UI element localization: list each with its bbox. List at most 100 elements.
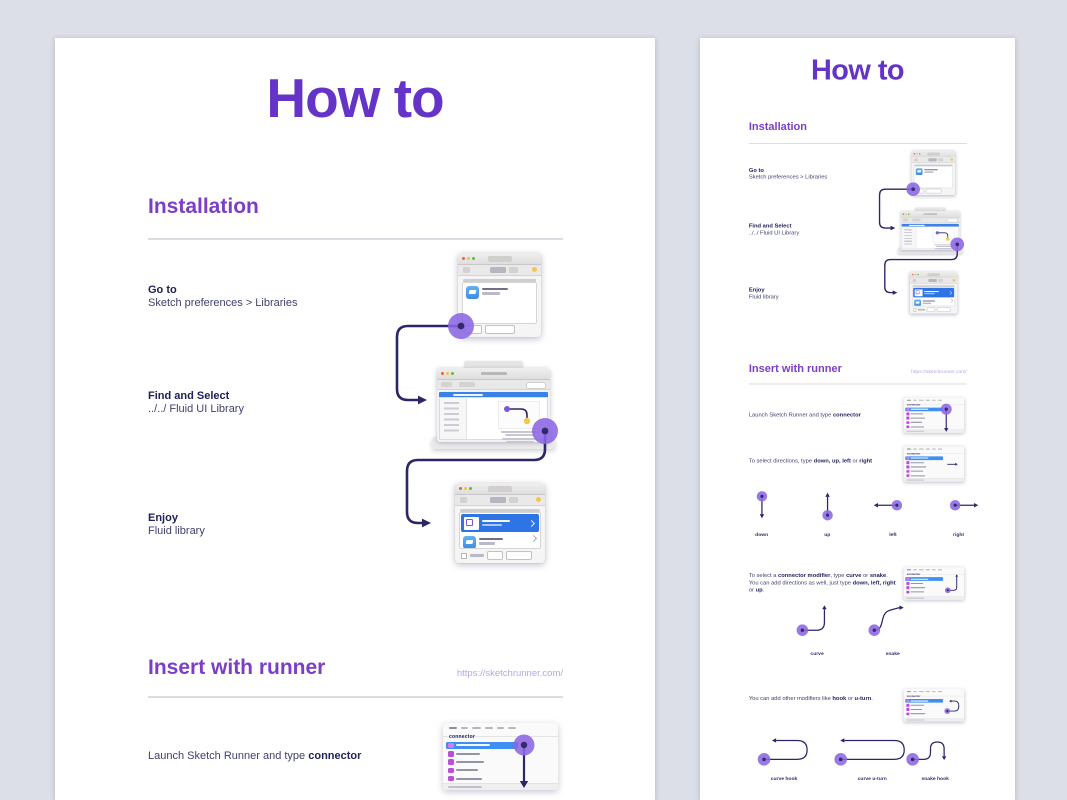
runner-result bbox=[446, 767, 518, 774]
libraries-list bbox=[459, 512, 541, 549]
search-field-placeholder bbox=[526, 382, 546, 389]
direction-label: right bbox=[953, 532, 965, 538]
modifier-item-snake: snake bbox=[859, 596, 927, 657]
sketchrunner-link[interactable]: https://sketchrunner.com/ bbox=[910, 368, 967, 375]
search-field-placeholder bbox=[947, 218, 958, 223]
library-row bbox=[913, 298, 955, 306]
checkbox-icon bbox=[461, 552, 467, 559]
sketchrunner-link[interactable]: https://sketchrunner.com/ bbox=[456, 668, 563, 679]
curve-u-turn-glyph bbox=[834, 738, 905, 766]
snake-glyph bbox=[868, 605, 904, 636]
window-title-placeholder bbox=[480, 371, 507, 375]
sketch-runner-window-screenshot: connector bbox=[903, 397, 965, 433]
runner-search-query: connector bbox=[906, 572, 921, 577]
step-label: Find and Select bbox=[748, 222, 792, 230]
modifier-item-curve: curve bbox=[783, 596, 851, 657]
install-step-1: Go to Sketch preferences > Libraries bbox=[148, 284, 368, 310]
connector-flow-arrows bbox=[395, 313, 558, 788]
sketch-library-icon bbox=[915, 167, 923, 175]
runner-result bbox=[446, 775, 518, 782]
sketch-runner-window-screenshot: connector bbox=[443, 723, 558, 790]
step-detail: Fluid library bbox=[748, 293, 779, 300]
window-buttons bbox=[464, 325, 515, 334]
sketch-runner-window-screenshot: connector bbox=[903, 567, 965, 600]
page-title: How to bbox=[810, 53, 905, 86]
library-text-placeholder bbox=[482, 519, 510, 527]
direction-item-down: down bbox=[729, 489, 795, 538]
right-arrow-mini-glyph bbox=[947, 462, 958, 466]
finder-preview-pane bbox=[467, 398, 547, 443]
step-label: Enjoy bbox=[748, 286, 765, 294]
runner-tabs bbox=[903, 689, 965, 697]
connector-logo-icon bbox=[935, 231, 950, 241]
left-arrow-glyph bbox=[873, 499, 902, 511]
selected-file-row bbox=[439, 391, 548, 399]
runner-result bbox=[905, 461, 943, 465]
runner-results-list bbox=[446, 742, 518, 782]
installation-heading: Installation bbox=[148, 195, 259, 218]
modifier-label: snake bbox=[885, 650, 900, 657]
installation-heading: Installation bbox=[748, 120, 808, 133]
finder-body bbox=[439, 397, 548, 443]
direction-item-right: right bbox=[926, 489, 992, 538]
install-step-3: Enjoy Fluid library bbox=[749, 287, 865, 301]
runner-tabs bbox=[903, 446, 965, 454]
runner-tabs bbox=[903, 398, 965, 405]
runner-result-selected bbox=[905, 407, 944, 412]
install-step-3: Enjoy Fluid library bbox=[148, 512, 368, 538]
step-detail: ../../ Fluid UI Library bbox=[148, 403, 244, 415]
preferences-toolbar bbox=[910, 277, 958, 284]
curve-hook-glyph bbox=[757, 738, 808, 766]
plugin-icon bbox=[952, 278, 956, 282]
section-divider bbox=[748, 383, 967, 385]
direction-preview bbox=[943, 449, 962, 480]
install-step-2: Find and Select ../../ Fluid UI Library bbox=[148, 390, 368, 416]
step-label: Enjoy bbox=[148, 512, 178, 524]
artboard-how-to-large[interactable]: How to Installation Go to Sketch prefere… bbox=[55, 38, 655, 800]
connector-logo-icon bbox=[504, 406, 531, 425]
runner-heading: Insert with runner bbox=[148, 656, 326, 679]
how-to-page: How to Installation Go to Sketch prefere… bbox=[55, 38, 655, 800]
traffic-lights-icon bbox=[902, 213, 910, 215]
runner-search-query: connector bbox=[906, 452, 921, 456]
chevron-right-icon bbox=[529, 534, 537, 542]
modifier-text: To select a connector modifier, type cur… bbox=[748, 572, 896, 593]
chevron-right-icon bbox=[948, 290, 953, 295]
file-metadata-placeholder bbox=[498, 431, 542, 443]
modifier-examples-row: curve snake bbox=[783, 596, 927, 657]
finder-sidebar-items bbox=[440, 398, 467, 439]
toolbar-segment-placeholder bbox=[487, 255, 512, 262]
direction-examples-row: down up left bbox=[729, 489, 992, 538]
runner-result bbox=[905, 465, 943, 469]
step-label: Go to bbox=[748, 167, 764, 174]
traffic-lights-icon bbox=[913, 152, 921, 155]
runner-result bbox=[905, 474, 943, 478]
install-step-2: Find and Select ../../ Fluid UI Library bbox=[749, 223, 865, 237]
caption-text-placeholder bbox=[463, 279, 536, 282]
traffic-lights-icon bbox=[462, 256, 475, 260]
libraries-window-screenshot bbox=[910, 271, 958, 314]
curve-mini-glyph bbox=[944, 574, 959, 594]
modifier-label: curve bbox=[810, 650, 824, 657]
runner-result bbox=[446, 759, 518, 766]
window-buttons bbox=[914, 188, 942, 194]
hook-label: curve hook bbox=[770, 775, 798, 782]
window-titlebar bbox=[911, 150, 956, 158]
artboard-how-to-small[interactable]: How to Installation Go to Sketch prefere… bbox=[700, 38, 1015, 800]
runner-statusbar bbox=[903, 477, 965, 482]
chevron-right-icon bbox=[949, 298, 953, 303]
runner-heading: Insert with runner bbox=[748, 362, 842, 375]
right-arrow-glyph bbox=[949, 499, 978, 511]
runner-tabs bbox=[443, 723, 558, 737]
runner-result bbox=[905, 581, 943, 586]
window-titlebar bbox=[455, 483, 545, 495]
libraries-list bbox=[462, 282, 537, 324]
library-thumbnail bbox=[914, 289, 923, 297]
hook-item-curve-hook: curve hook bbox=[745, 729, 824, 782]
runner-result-selected bbox=[905, 456, 944, 461]
library-text-placeholder bbox=[923, 168, 938, 173]
runner-statusbar bbox=[903, 429, 965, 433]
libraries-list bbox=[913, 166, 954, 189]
parent-window-tab bbox=[914, 207, 946, 213]
library-text-placeholder bbox=[478, 536, 503, 545]
